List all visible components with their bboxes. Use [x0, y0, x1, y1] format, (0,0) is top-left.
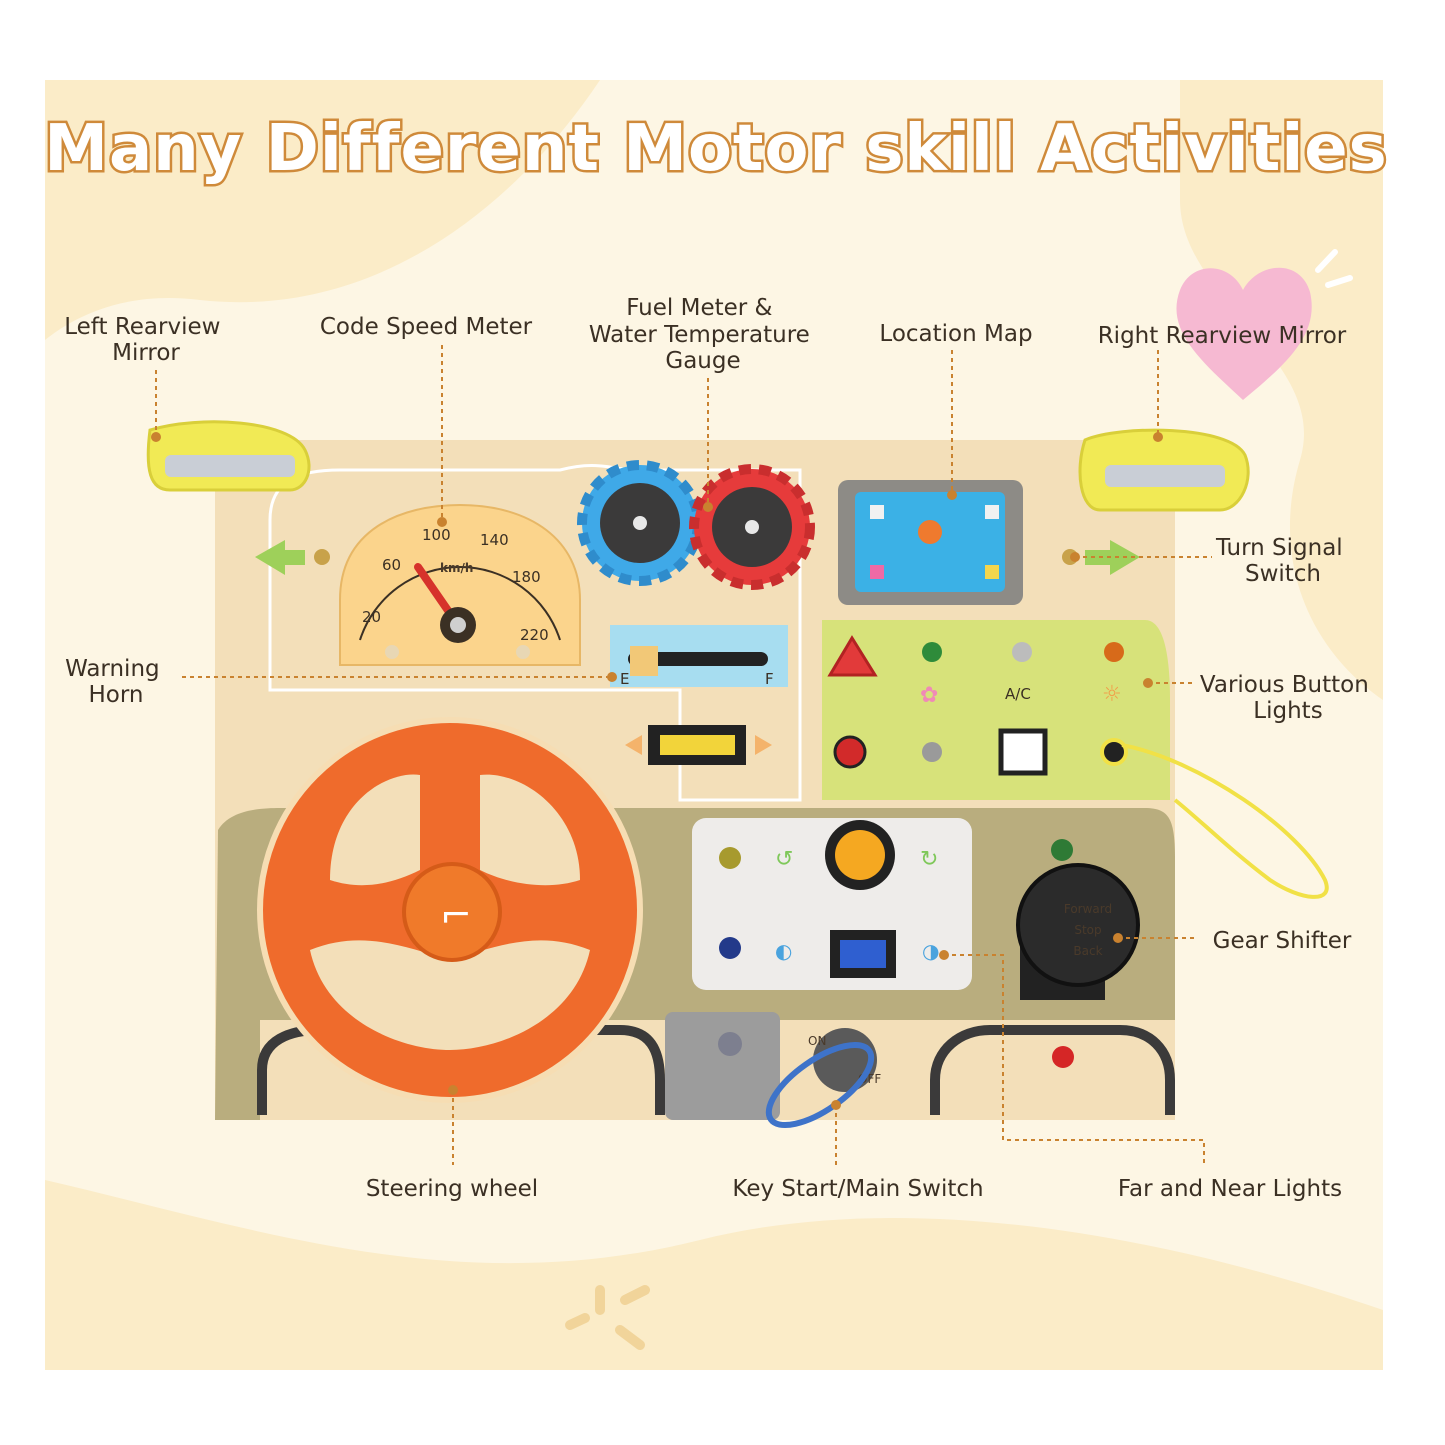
- green-light[interactable]: [922, 642, 942, 662]
- sparkle-icon: [565, 1285, 650, 1350]
- warning-horn-slider[interactable]: E F: [610, 625, 788, 688]
- fan-icon: ✿: [920, 683, 938, 708]
- location-map-screen[interactable]: [838, 480, 1023, 605]
- high-beam-icon: ◑: [922, 939, 939, 963]
- square-button[interactable]: [998, 728, 1048, 776]
- background-blob-left: [45, 80, 600, 340]
- left-rearview-mirror[interactable]: [146, 420, 311, 492]
- sun-icon: ☼: [1102, 682, 1122, 707]
- gear-forward: Forward: [1064, 902, 1112, 916]
- fuel-full-label: F: [765, 670, 774, 688]
- button-lights-panel: ✿ A/C ☼: [822, 620, 1329, 899]
- horn-icon: ⌐: [440, 893, 472, 937]
- label-left-mirror: Left Rearview Mirror: [64, 314, 228, 366]
- key-on-label: ON: [808, 1034, 826, 1048]
- speed-tick-20: 20: [362, 608, 381, 626]
- background-blob-right: [1180, 80, 1383, 700]
- water-temperature-gear[interactable]: [689, 464, 815, 590]
- label-location-map: Location Map: [879, 321, 1032, 347]
- red-button[interactable]: [833, 735, 867, 769]
- label-fuel-meter: Fuel Meter & Water Temperature Gauge: [589, 295, 817, 374]
- speed-tick-60: 60: [382, 556, 401, 574]
- speedometer: 20 60 100 140 180 220 km/h: [339, 503, 581, 666]
- label-warning-horn: Warning Horn: [65, 656, 167, 708]
- blue-light[interactable]: [719, 937, 741, 959]
- yellow-cord: [1121, 743, 1329, 899]
- background-blob-bottom: [45, 1180, 1383, 1370]
- wiper-icon-2: ↻: [920, 847, 938, 872]
- white-light[interactable]: [1012, 642, 1032, 662]
- low-beam-icon: ◐: [775, 939, 792, 963]
- warning-triangle-icon[interactable]: [827, 635, 878, 677]
- label-steering-wheel: Steering wheel: [366, 1176, 538, 1202]
- olive-light[interactable]: [719, 847, 741, 869]
- wiper-icon: ↺: [775, 847, 793, 872]
- label-gear-shifter: Gear Shifter: [1213, 928, 1352, 954]
- gear-shifter[interactable]: Forward Stop Back: [1016, 839, 1140, 1000]
- left-arrow-icon[interactable]: [255, 540, 330, 575]
- label-turn-signal: Turn Signal Switch: [1215, 535, 1350, 587]
- speed-unit: km/h: [440, 561, 473, 575]
- gear-stop: Stop: [1074, 923, 1101, 937]
- lever-button[interactable]: [665, 1012, 780, 1120]
- steering-wheel[interactable]: ⌐: [257, 717, 643, 1103]
- speed-tick-140: 140: [480, 531, 509, 549]
- right-rearview-mirror[interactable]: [1078, 428, 1250, 512]
- toggle-switch[interactable]: [922, 742, 942, 762]
- label-button-lights: Various Button Lights: [1200, 672, 1376, 724]
- heart-icon: [1176, 267, 1312, 400]
- fuel-empty-label: E: [620, 670, 629, 688]
- horn-button[interactable]: [402, 862, 502, 962]
- far-near-lights-panel: ↺ ↻ ◐ ◑: [692, 818, 972, 990]
- label-right-mirror: Right Rearview Mirror: [1098, 323, 1347, 349]
- label-far-near-lights: Far and Near Lights: [1118, 1176, 1342, 1202]
- speed-tick-180: 180: [512, 568, 541, 586]
- ac-label: A/C: [1005, 685, 1031, 703]
- seat-outline-right: [930, 1025, 1175, 1115]
- green-indicator[interactable]: [1051, 839, 1073, 861]
- fuel-meter-gear[interactable]: [577, 460, 703, 586]
- speed-tick-220: 220: [520, 626, 549, 644]
- speed-tick-100: 100: [422, 526, 451, 544]
- orange-light[interactable]: [1104, 642, 1124, 662]
- heart-sparkle-2: [1325, 275, 1353, 288]
- heart-sparkle: [1315, 249, 1338, 273]
- jack-socket[interactable]: [1100, 738, 1128, 766]
- page-title: Many Different Motor skill Activities: [44, 112, 1388, 186]
- red-indicator[interactable]: [1052, 1046, 1074, 1068]
- gear-back: Back: [1073, 944, 1102, 958]
- turn-signal-toggle[interactable]: [625, 725, 772, 765]
- label-speed-meter: Code Speed Meter: [320, 314, 533, 340]
- label-key-start: Key Start/Main Switch: [732, 1176, 983, 1202]
